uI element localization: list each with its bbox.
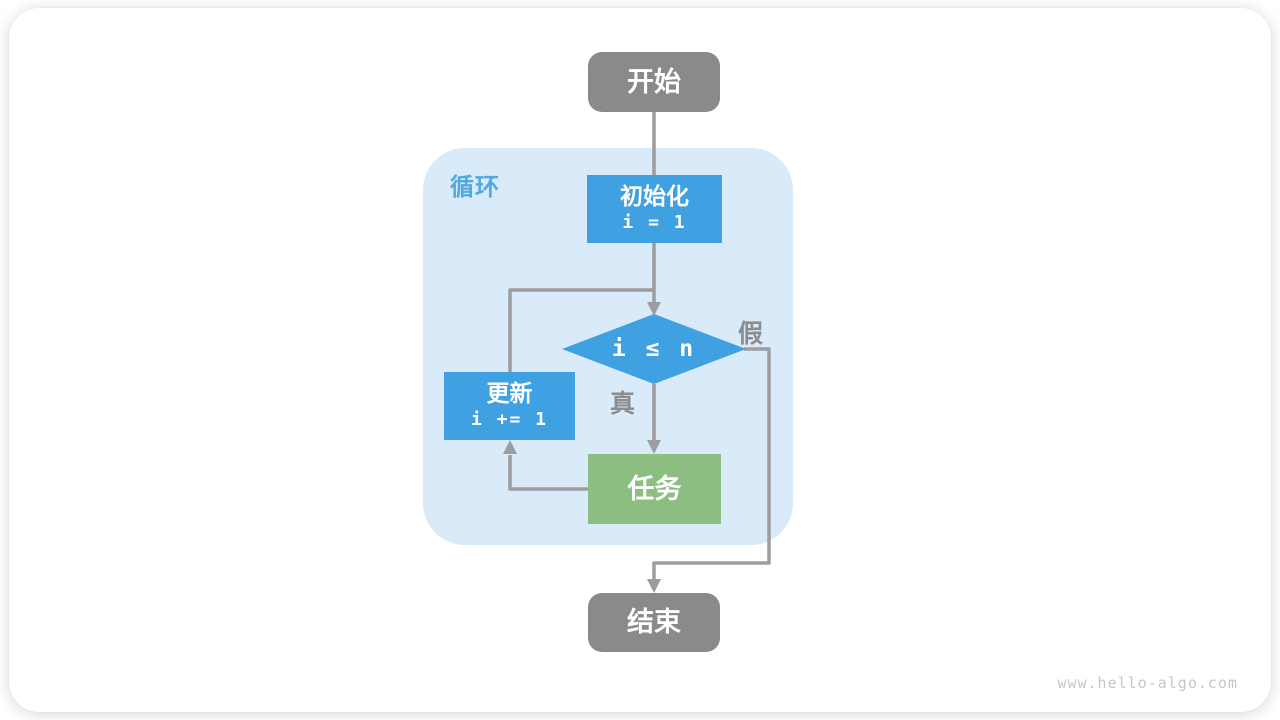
update-node-code: i += 1: [470, 409, 549, 431]
true-branch-label: 真: [610, 390, 636, 418]
condition-diamond: [562, 314, 746, 384]
update-node-title: 更新: [486, 379, 533, 406]
init-node-title: 初始化: [620, 182, 689, 209]
arrowhead-into-task: [647, 440, 661, 454]
condition-node-label: i ≤ n: [611, 336, 697, 362]
update-node: 更新 i += 1: [444, 372, 575, 440]
loop-container-label: 循环: [450, 174, 500, 201]
arrowhead-into-update: [503, 440, 517, 454]
edge-task-to-update: [508, 455, 588, 491]
end-node: 结束: [588, 593, 720, 652]
end-node-label: 结束: [627, 607, 681, 637]
init-node: 初始化 i = 1: [587, 175, 722, 243]
task-node: 任务: [588, 454, 721, 524]
task-node-label: 任务: [627, 473, 682, 504]
arrowhead-into-end: [647, 579, 661, 593]
false-branch-label: 假: [738, 320, 764, 348]
edge-update-to-junction: [508, 288, 654, 372]
start-node-label: 开始: [627, 66, 681, 97]
init-node-code: i = 1: [622, 212, 687, 234]
arrowhead-into-condition: [647, 302, 661, 316]
edge-condition-to-end: [652, 347, 771, 580]
start-node: 开始: [588, 52, 720, 112]
watermark-text: www.hello-algo.com: [1057, 674, 1238, 692]
